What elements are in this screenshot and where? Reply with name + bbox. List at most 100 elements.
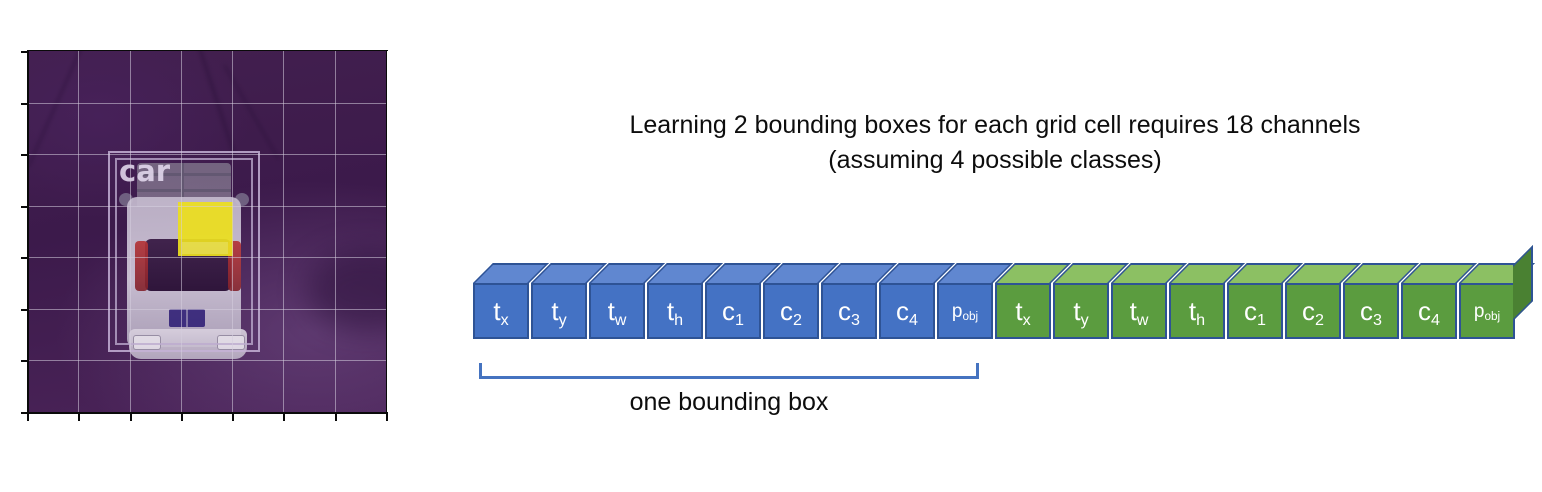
axis-spine-left — [27, 51, 29, 414]
channel-label: c4 — [896, 296, 918, 328]
channel-label: c1 — [722, 296, 744, 328]
channel-cube-p-obj-box2: pobj — [1459, 245, 1535, 339]
channel-cube-t-h-box2: th — [1169, 263, 1245, 339]
axis-tick-y — [21, 206, 28, 208]
detection-box-outer — [108, 151, 260, 352]
image-plot-area: car — [27, 51, 386, 412]
bracket-tick-right — [976, 363, 979, 379]
channel-label-subscript: w — [614, 310, 627, 329]
channel-label-subscript: 2 — [1315, 310, 1324, 329]
channel-label: c3 — [838, 296, 860, 328]
channel-label-base: t — [551, 296, 559, 326]
axis-tick-y — [21, 51, 28, 53]
channel-label-subscript: x — [500, 310, 509, 329]
channel-label-base: t — [1015, 296, 1023, 326]
channel-label-subscript: x — [1022, 310, 1031, 329]
car-reflector-right — [217, 335, 245, 350]
channel-label-base: c — [1302, 296, 1316, 326]
axis-tick-x — [130, 413, 132, 421]
channel-label: c3 — [1360, 296, 1382, 328]
channel-cube-c-4-box1: c4 — [879, 263, 955, 339]
axis-tick-x — [335, 413, 337, 421]
channel-label-subscript: 4 — [909, 310, 918, 329]
channel-label: pobj — [951, 300, 979, 323]
channel-label-subscript: 3 — [851, 310, 860, 329]
axis-tick-x — [232, 413, 234, 421]
channel-cube-c-1-box1: c1 — [705, 263, 781, 339]
channel-label-base: c — [1244, 296, 1258, 326]
channel-label-base: t — [1073, 296, 1081, 326]
channel-cube-c-3-box1: c3 — [821, 263, 897, 339]
photo-streak — [27, 51, 88, 169]
axis-tick-y — [21, 360, 28, 362]
channel-label-subscript: y — [1080, 310, 1089, 329]
bracket-tick-left — [479, 363, 482, 379]
channel-cube-c-1-box2: c1 — [1227, 263, 1303, 339]
channel-label: tw — [607, 296, 627, 328]
channel-cube-c-4-box2: c4 — [1401, 263, 1477, 339]
channel-label: ty — [551, 296, 566, 328]
channel-cube-t-w-box1: tw — [589, 263, 665, 339]
detection-class-label: car — [119, 154, 171, 188]
axis-tick-x — [386, 413, 388, 421]
axis-tick-y — [21, 309, 28, 311]
car-reflector-left — [133, 335, 161, 350]
channel-label-base: c — [896, 296, 910, 326]
channel-label: c2 — [1302, 296, 1324, 328]
channel-label-subscript: 2 — [793, 310, 802, 329]
channel-label-subscript: 1 — [735, 310, 744, 329]
channel-label: th — [1188, 296, 1205, 328]
channel-label-base: p — [1473, 300, 1485, 322]
channel-label: tx — [493, 296, 508, 328]
channel-label-base: t — [1188, 296, 1197, 326]
car-license-plate — [169, 309, 205, 327]
channel-cube-c-2-box1: c2 — [763, 263, 839, 339]
highlight-ghost-top — [182, 206, 228, 216]
channel-cube-c-3-box2: c3 — [1343, 263, 1419, 339]
detection-box-inner — [115, 158, 253, 345]
caption-line-1: Learning 2 bounding boxes for each grid … — [629, 111, 1361, 139]
channel-label-base: t — [493, 296, 501, 326]
axis-tick-y — [21, 412, 28, 414]
channel-cube-t-x-box1: tx — [473, 263, 549, 339]
channel-label-base: t — [1129, 296, 1137, 326]
channel-cube-t-w-box2: tw — [1111, 263, 1187, 339]
cube-side-face — [1513, 245, 1533, 321]
channel-cube-t-y-box2: ty — [1053, 263, 1129, 339]
channel-label: c2 — [780, 298, 802, 328]
channel-label-subscript: obj — [1484, 309, 1501, 323]
channel-label-base: c — [722, 296, 736, 326]
channel-label: c4 — [1418, 298, 1440, 328]
channel-cube-t-y-box1: ty — [531, 263, 607, 339]
channel-label-subscript: 4 — [1431, 310, 1440, 329]
channel-label-base: c — [1360, 296, 1374, 326]
axis-tick-y — [21, 257, 28, 259]
channel-cube-t-h-box1: th — [647, 263, 723, 339]
axis-spine-top — [27, 50, 388, 51]
photo-streak — [194, 51, 237, 157]
axis-spine-bottom — [27, 412, 388, 414]
photo-shadow — [307, 249, 386, 330]
channel-label-subscript: obj — [962, 309, 979, 323]
channel-label-subscript: h — [1196, 310, 1206, 329]
channel-label-subscript: 1 — [1257, 310, 1266, 329]
channel-label-base: t — [607, 296, 615, 326]
axis-tick-x — [283, 413, 285, 421]
channel-label-base: c — [838, 296, 852, 326]
highlight-ghost-bottom — [182, 242, 228, 254]
axis-tick-y — [21, 103, 28, 105]
axis-tick-x — [27, 413, 29, 421]
channel-label: th — [666, 296, 683, 328]
channel-label-base: t — [666, 296, 675, 326]
page-title: Learning 2 bounding boxes for each grid … — [560, 108, 1430, 178]
one-bounding-box-bracket — [479, 363, 979, 379]
channel-cube-c-2-box2: c2 — [1285, 263, 1361, 339]
axis-tick-y — [21, 154, 28, 156]
axis-tick-x — [78, 413, 80, 421]
caption-line-2: (assuming 4 possible classes) — [828, 146, 1162, 174]
channel-label-base: p — [951, 300, 963, 322]
bracket-label: one bounding box — [629, 388, 829, 416]
car-taillight-left — [135, 241, 148, 291]
channel-label: tx — [1015, 296, 1030, 328]
axis-spine-right — [386, 51, 387, 414]
